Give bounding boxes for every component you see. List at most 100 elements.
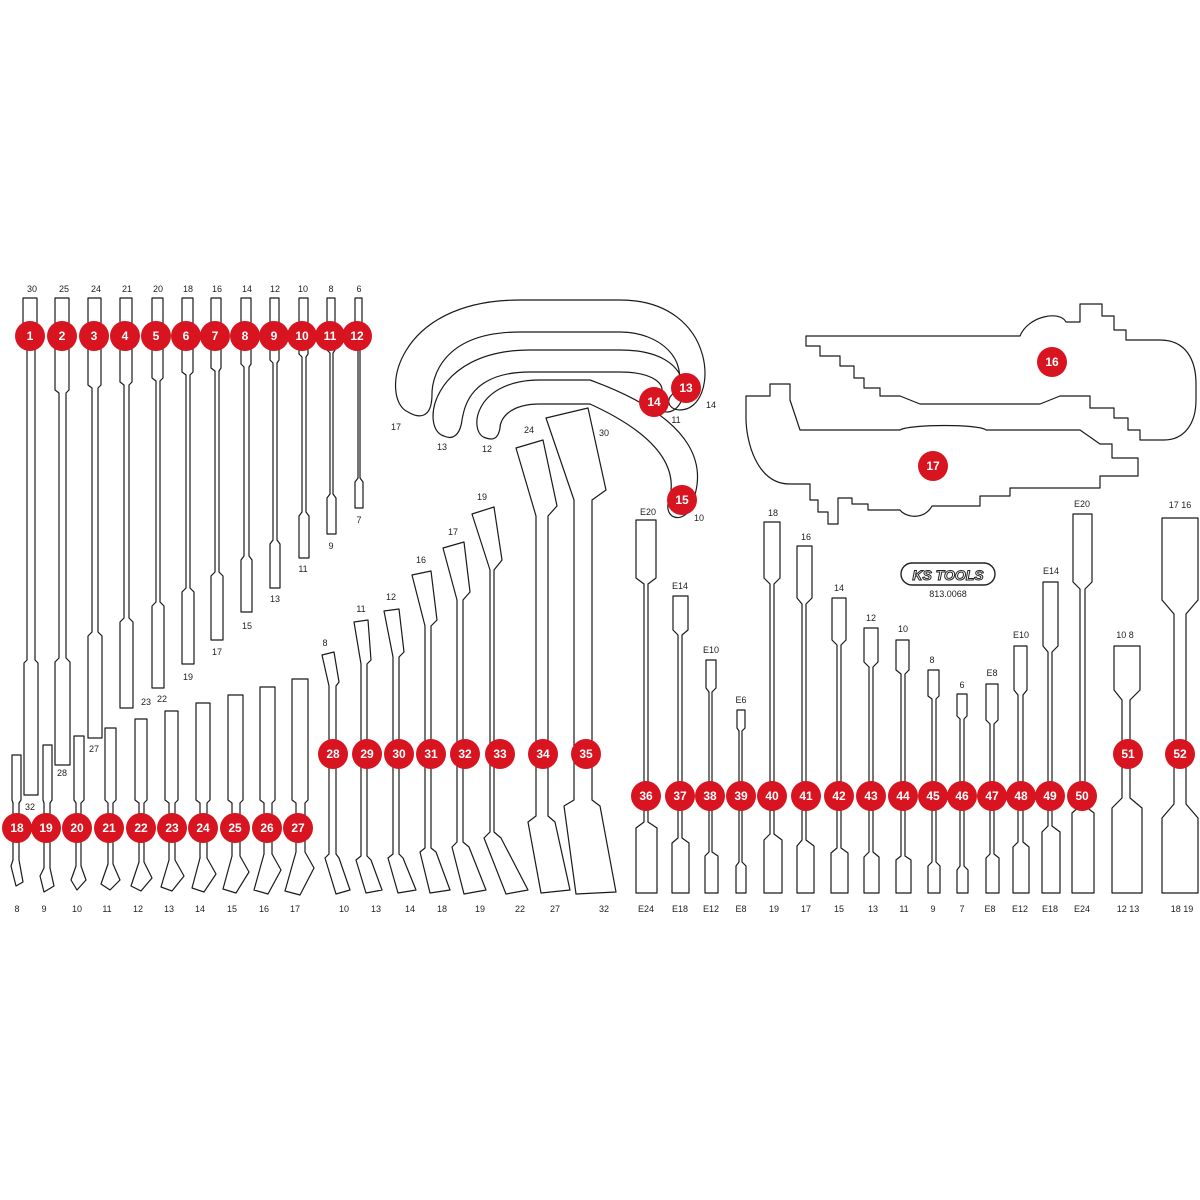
size-label: 9 (41, 904, 46, 914)
size-label: 23 (141, 697, 151, 707)
callout-18: 18 (2, 813, 32, 843)
size-label: 20 (153, 284, 163, 294)
callout-number: 16 (1045, 355, 1059, 369)
size-label: 14 (834, 583, 844, 593)
callout-number: 13 (679, 381, 693, 395)
callout-number: 28 (326, 747, 340, 761)
callout-4: 4 (110, 321, 140, 351)
callout-3: 3 (79, 321, 109, 351)
size-label: 19 (475, 904, 485, 914)
callout-circle (62, 813, 92, 843)
callout-circle (141, 321, 171, 351)
tool-outline-31 (411, 570, 451, 894)
tool-outline-27 (284, 678, 315, 896)
callout-circle (1165, 739, 1195, 769)
callout-number: 1 (27, 329, 34, 343)
callout-number: 11 (324, 329, 337, 343)
size-label: 8 (328, 284, 333, 294)
callout-circle (342, 321, 372, 351)
callout-28: 28 (318, 739, 348, 769)
size-label: E10 (703, 645, 719, 655)
callout-circle (671, 373, 701, 403)
callout-number: 34 (536, 747, 550, 761)
tool-outline-43 (863, 627, 880, 894)
size-label: 10 (72, 904, 82, 914)
callout-number: 20 (70, 821, 84, 835)
callout-19: 19 (31, 813, 61, 843)
tool-outline-32 (442, 541, 487, 895)
size-label: 11 (298, 564, 307, 574)
size-label: 12 (482, 444, 492, 454)
size-label: 7 (959, 904, 964, 914)
callout-circle (1035, 781, 1065, 811)
callout-9: 9 (259, 321, 289, 351)
tool-outline-33 (471, 506, 529, 895)
callout-6: 6 (171, 321, 201, 351)
size-label: 17 (801, 904, 811, 914)
callout-circle (79, 321, 109, 351)
callout-49: 49 (1035, 781, 1065, 811)
callout-circle (450, 739, 480, 769)
callout-number: 7 (212, 329, 219, 343)
size-label: 16 (259, 904, 269, 914)
size-label: E8 (986, 668, 997, 678)
callout-1: 1 (15, 321, 45, 351)
callout-circle (918, 451, 948, 481)
tool-outline-17 (745, 383, 1139, 525)
callout-number: 52 (1173, 747, 1187, 761)
size-label: 11 (671, 415, 680, 425)
callout-number: 3 (91, 329, 98, 343)
callout-number: 9 (271, 329, 278, 343)
tool-outline-48 (1012, 645, 1030, 894)
callout-circle (315, 321, 345, 351)
callout-number: 45 (926, 789, 940, 803)
tool-outline-51 (1111, 645, 1143, 894)
size-label: 24 (524, 425, 534, 435)
tool-outline-39 (735, 709, 747, 894)
size-label: 19 (183, 672, 193, 682)
callout-45: 45 (918, 781, 948, 811)
callout-circle (528, 739, 558, 769)
size-label: E18 (1042, 904, 1058, 914)
size-label: E24 (1074, 904, 1090, 914)
long-wrench-row (22, 297, 364, 796)
callout-number: 46 (955, 789, 969, 803)
callout-number: 21 (102, 821, 116, 835)
callout-circle (888, 781, 918, 811)
size-label: 6 (356, 284, 361, 294)
tool-outline-45 (927, 669, 941, 894)
callout-32: 32 (450, 739, 480, 769)
size-label: E24 (638, 904, 654, 914)
size-label: E20 (1074, 499, 1090, 509)
callout-36: 36 (631, 781, 661, 811)
callout-circle (188, 813, 218, 843)
tool-outline-42 (830, 597, 849, 894)
callout-43: 43 (856, 781, 886, 811)
size-label: 15 (242, 621, 252, 631)
size-label: 16 (416, 555, 426, 565)
callout-circle (252, 813, 282, 843)
size-label: 11 (102, 904, 111, 914)
tool-outline-24 (191, 702, 217, 893)
callout-circle (230, 321, 260, 351)
tool-outline-36 (635, 519, 658, 894)
callout-17: 17 (918, 451, 948, 481)
short-wrench-row (10, 678, 315, 896)
torx-wrench-left-row (635, 519, 747, 894)
callout-27: 27 (283, 813, 313, 843)
size-label: 14 (195, 904, 205, 914)
callout-16: 16 (1037, 347, 1067, 377)
tool-outline-13 (395, 299, 706, 417)
callout-circle (94, 813, 124, 843)
callout-39: 39 (726, 781, 756, 811)
offset-wrench-row (321, 407, 617, 895)
size-label: 14 (405, 904, 415, 914)
callout-47: 47 (977, 781, 1007, 811)
size-label: 12 13 (1117, 904, 1140, 914)
callout-number: 32 (458, 747, 472, 761)
size-label: 9 (328, 541, 333, 551)
size-label: 8 (14, 904, 19, 914)
callout-circle (2, 813, 32, 843)
